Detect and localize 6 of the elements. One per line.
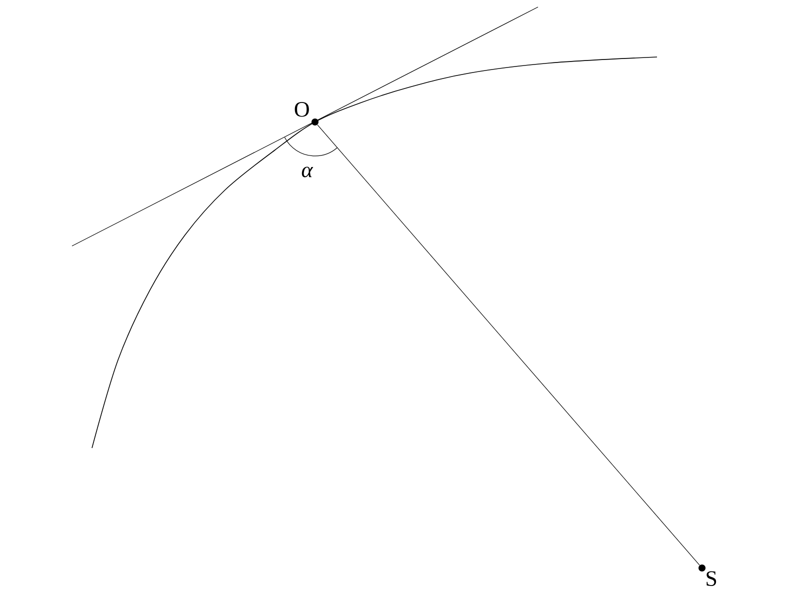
angle-label: α	[302, 166, 314, 178]
point	[698, 564, 706, 572]
point	[312, 118, 318, 126]
point-label: O	[294, 102, 309, 117]
line-segment	[317, 124, 700, 566]
point-label: S	[706, 571, 716, 586]
